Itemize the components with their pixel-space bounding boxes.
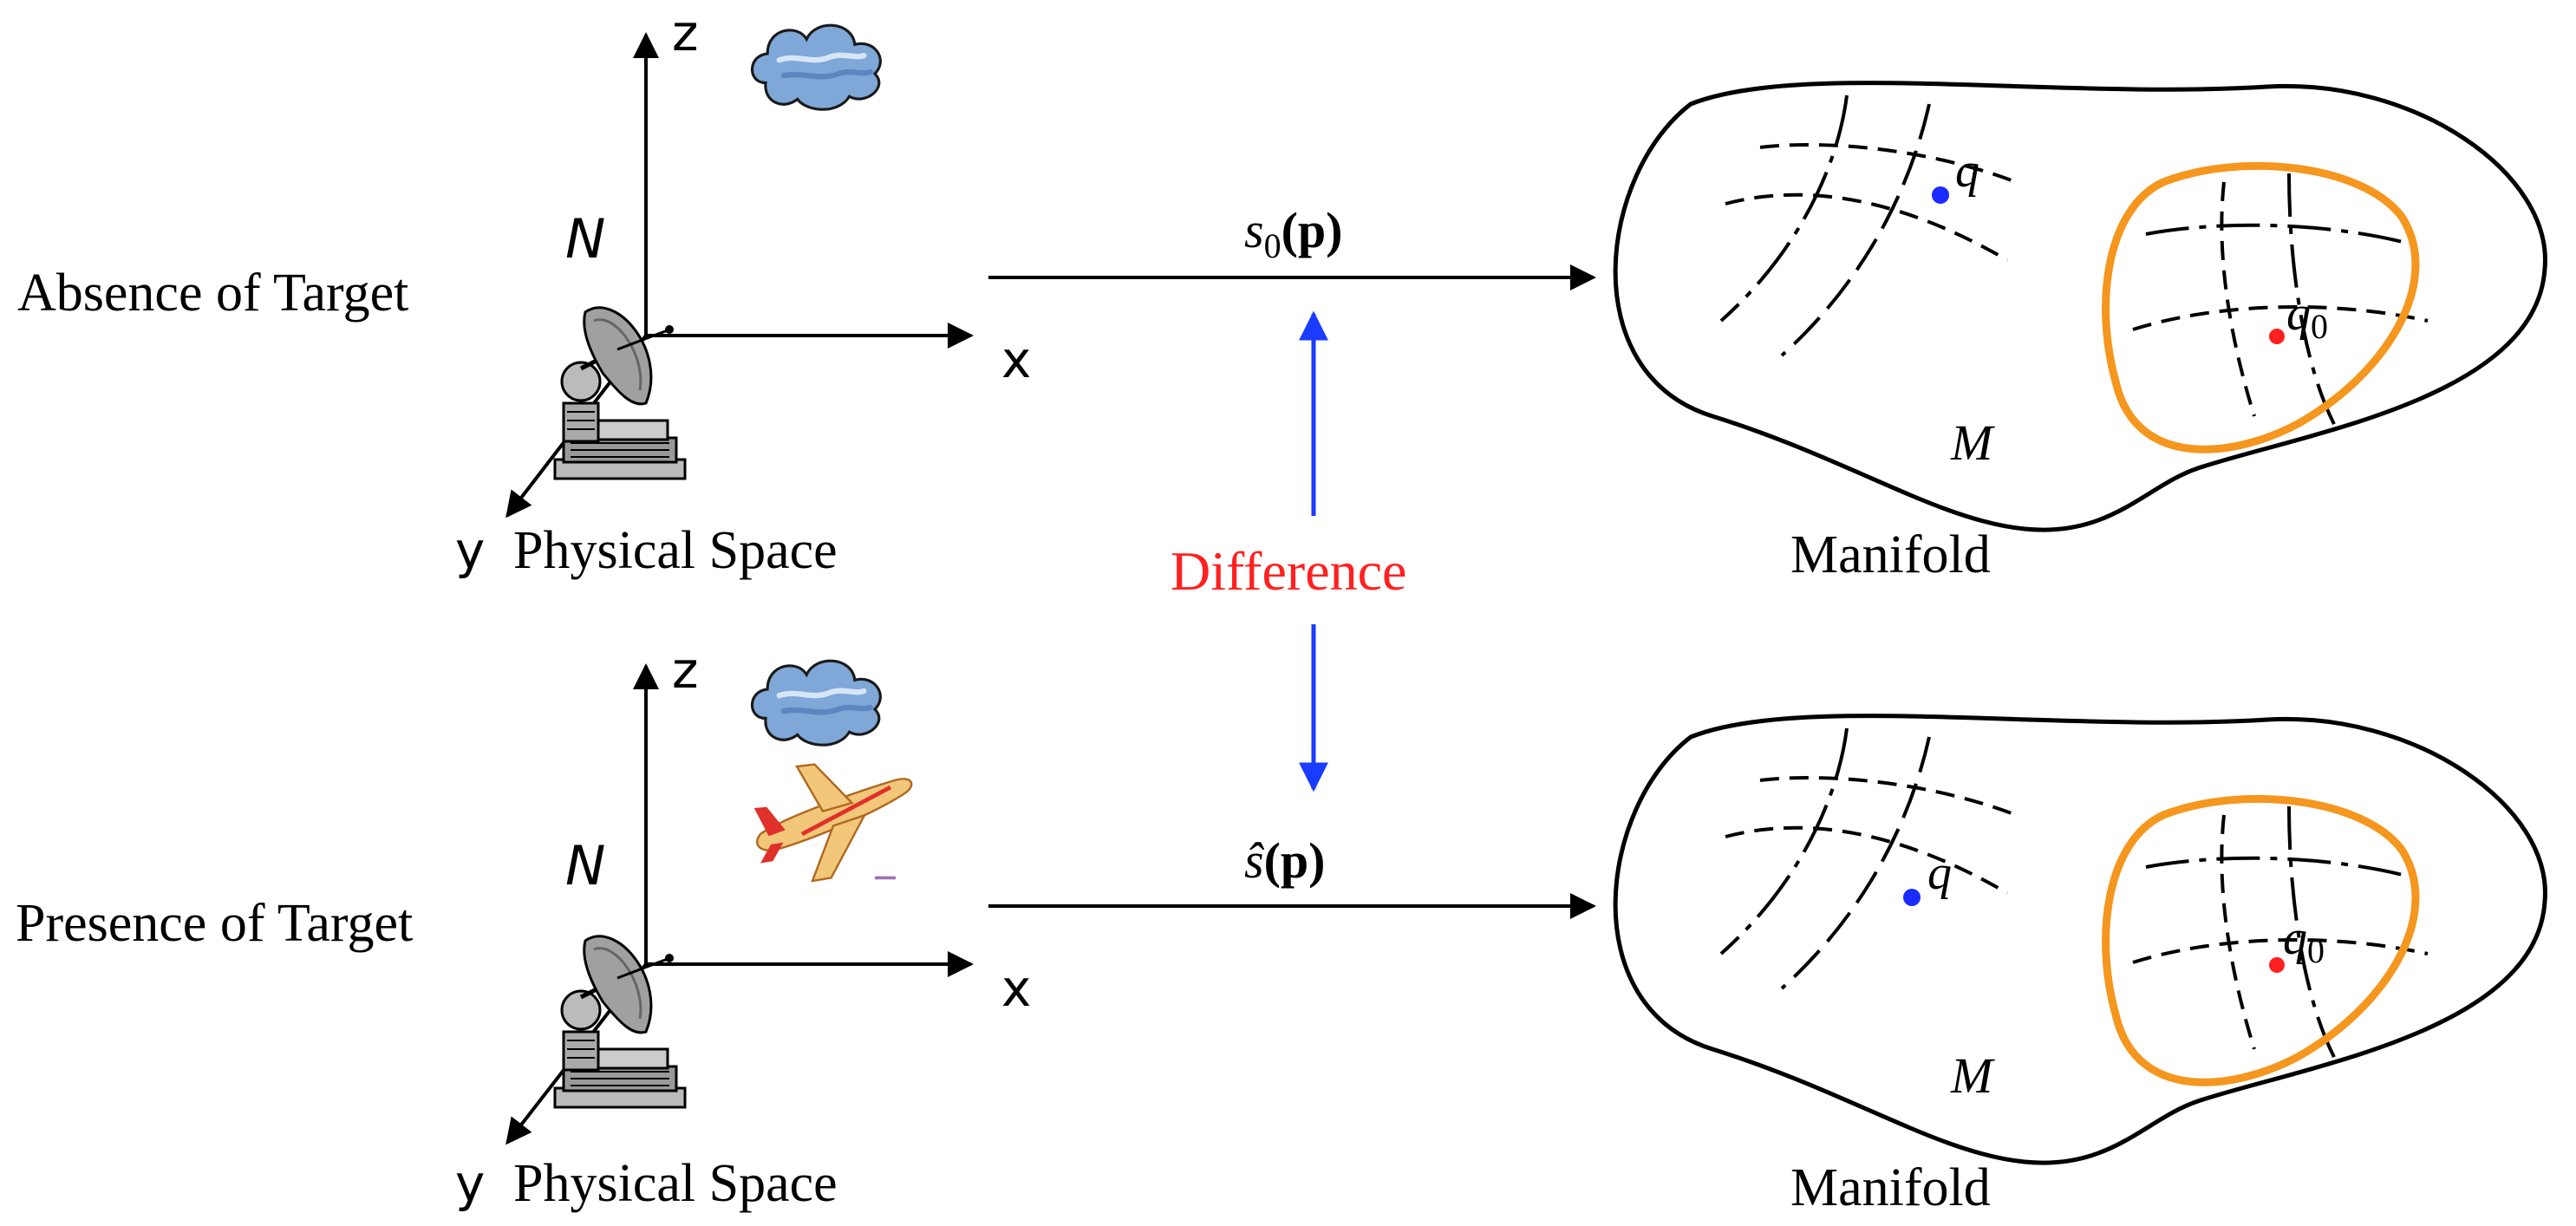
- bottom-z-label: z: [672, 641, 698, 700]
- top-signal-main: s: [1244, 202, 1264, 258]
- top-q0-sub: 0: [2311, 307, 2328, 346]
- bottom-radar-dish-icon: [555, 936, 685, 1107]
- bottom-point-q: [1903, 889, 1921, 906]
- bottom-q0-main: q: [2283, 911, 2307, 965]
- bottom-panel: Presence of Target z x y N Physical Spac…: [16, 641, 2547, 1217]
- top-manifold-label: Manifold: [1790, 525, 1991, 584]
- bottom-x-label: x: [1001, 959, 1031, 1018]
- bottom-manifold: q q0 M: [1613, 714, 2547, 1165]
- bottom-orange-submanifold: [2102, 794, 2420, 1086]
- bottom-signal-label: ŝ(p): [1244, 832, 1325, 889]
- top-panel: Absence of Target z x y N Physical Space…: [17, 3, 2547, 584]
- bottom-n-label: N: [565, 834, 605, 897]
- top-n-label: N: [565, 207, 605, 271]
- difference-indicator: Difference: [1171, 310, 1406, 792]
- bottom-manifold-symbol: M: [1950, 1047, 1995, 1104]
- bottom-condition-label: Presence of Target: [16, 894, 413, 953]
- top-manifold-symbol: M: [1950, 414, 1995, 471]
- top-x-label: x: [1001, 330, 1031, 389]
- bottom-signal-main: ŝ: [1244, 832, 1265, 889]
- top-cloud-icon: [753, 25, 881, 109]
- top-point-q0: [2269, 329, 2285, 344]
- top-point-q: [1932, 186, 1949, 204]
- top-orange-submanifold: [2102, 161, 2420, 453]
- top-q0-main: q: [2286, 287, 2311, 341]
- top-q0-label: q0: [2286, 287, 2328, 346]
- top-axes: z x y N: [455, 3, 1031, 580]
- bottom-space-label: Physical Space: [513, 1154, 838, 1213]
- top-signal-sub: 0: [1264, 226, 1281, 265]
- top-manifold-boundary: [1613, 81, 2547, 532]
- bottom-manifold-label: Manifold: [1790, 1158, 1991, 1217]
- top-manifold: q q0 M: [1613, 81, 2547, 532]
- bottom-q0-label: q0: [2283, 911, 2325, 970]
- bottom-manifold-boundary: [1613, 714, 2547, 1165]
- bottom-signal-arg: (p): [1264, 832, 1326, 889]
- bottom-point-q0: [2269, 957, 2285, 973]
- top-condition-label: Absence of Target: [17, 264, 408, 323]
- difference-label: Difference: [1171, 540, 1406, 602]
- bottom-y-label: y: [455, 1154, 485, 1213]
- top-space-label: Physical Space: [513, 521, 838, 580]
- bottom-axes: z x y N: [455, 641, 1031, 1213]
- top-radar-dish-icon: [555, 308, 685, 479]
- bottom-cloud-icon: [753, 661, 881, 745]
- top-q-label: q: [1955, 144, 1979, 198]
- bottom-airplane-icon: [754, 765, 911, 881]
- bottom-q-label: q: [1927, 846, 1952, 900]
- bottom-q0-sub: 0: [2307, 931, 2325, 970]
- top-y-label: y: [455, 521, 485, 580]
- top-signal-label: s0(p): [1244, 202, 1342, 265]
- top-signal-arg: (p): [1281, 202, 1343, 258]
- top-z-label: z: [672, 3, 698, 62]
